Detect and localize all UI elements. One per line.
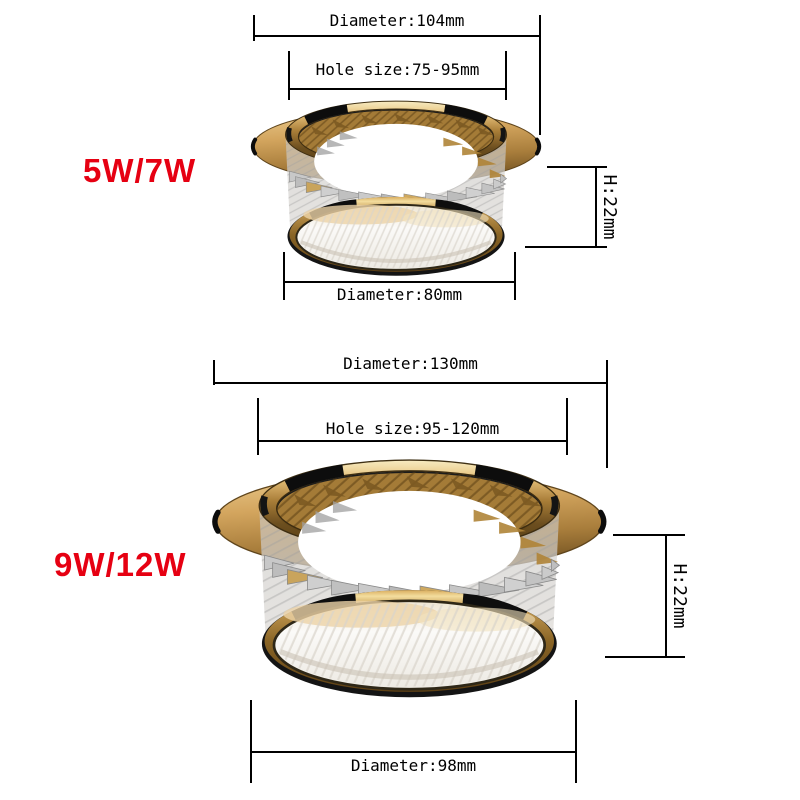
dim-line: [257, 440, 568, 442]
dim-tick: [547, 166, 607, 168]
dim-tick: [575, 700, 577, 783]
dim-height-small: H:22mm: [525, 166, 627, 248]
dim-line: [253, 35, 541, 37]
dim-tick: [613, 534, 685, 536]
lamp-image-large: [211, 448, 613, 700]
dim-line: [288, 88, 507, 90]
dim-line: [213, 382, 608, 384]
dim-tick: [525, 246, 607, 248]
dim-tick: [539, 15, 541, 135]
dim-line: [250, 751, 577, 753]
dim-label-outer-diameter-large: Diameter:130mm: [343, 354, 478, 373]
dim-height-large: H:22mm: [605, 534, 700, 658]
dim-line: [283, 281, 516, 283]
dim-tick: [213, 360, 215, 385]
dim-tick: [257, 398, 259, 455]
wattage-label-small: 5W/7W: [83, 152, 197, 189]
dim-label-inner-diameter-small: Diameter:80mm: [336, 285, 463, 304]
dim-label-outer-diameter-small: Diameter:104mm: [329, 11, 465, 30]
dim-tick: [605, 656, 685, 658]
dim-tick: [514, 252, 516, 300]
dim-tick: [250, 700, 252, 783]
dim-label-height-large: H:22mm: [669, 563, 690, 629]
dim-tick: [505, 51, 507, 100]
dim-label-inner-diameter-large: Diameter:98mm: [350, 756, 477, 775]
lamp-image-small: [250, 92, 546, 278]
dim-tick: [606, 360, 608, 468]
dim-tick: [566, 398, 568, 455]
dim-label-hole-size-small: Hole size:75-95mm: [315, 60, 480, 79]
dim-tick: [253, 15, 255, 41]
wattage-label-large: 9W/12W: [54, 546, 187, 583]
dim-line: [665, 534, 667, 658]
dim-label-hole-size-large: Hole size:95-120mm: [325, 419, 500, 438]
dim-tick: [283, 252, 285, 300]
dim-tick: [288, 51, 290, 100]
dim-line: [595, 166, 597, 248]
dim-label-height-small: H:22mm: [599, 174, 620, 240]
